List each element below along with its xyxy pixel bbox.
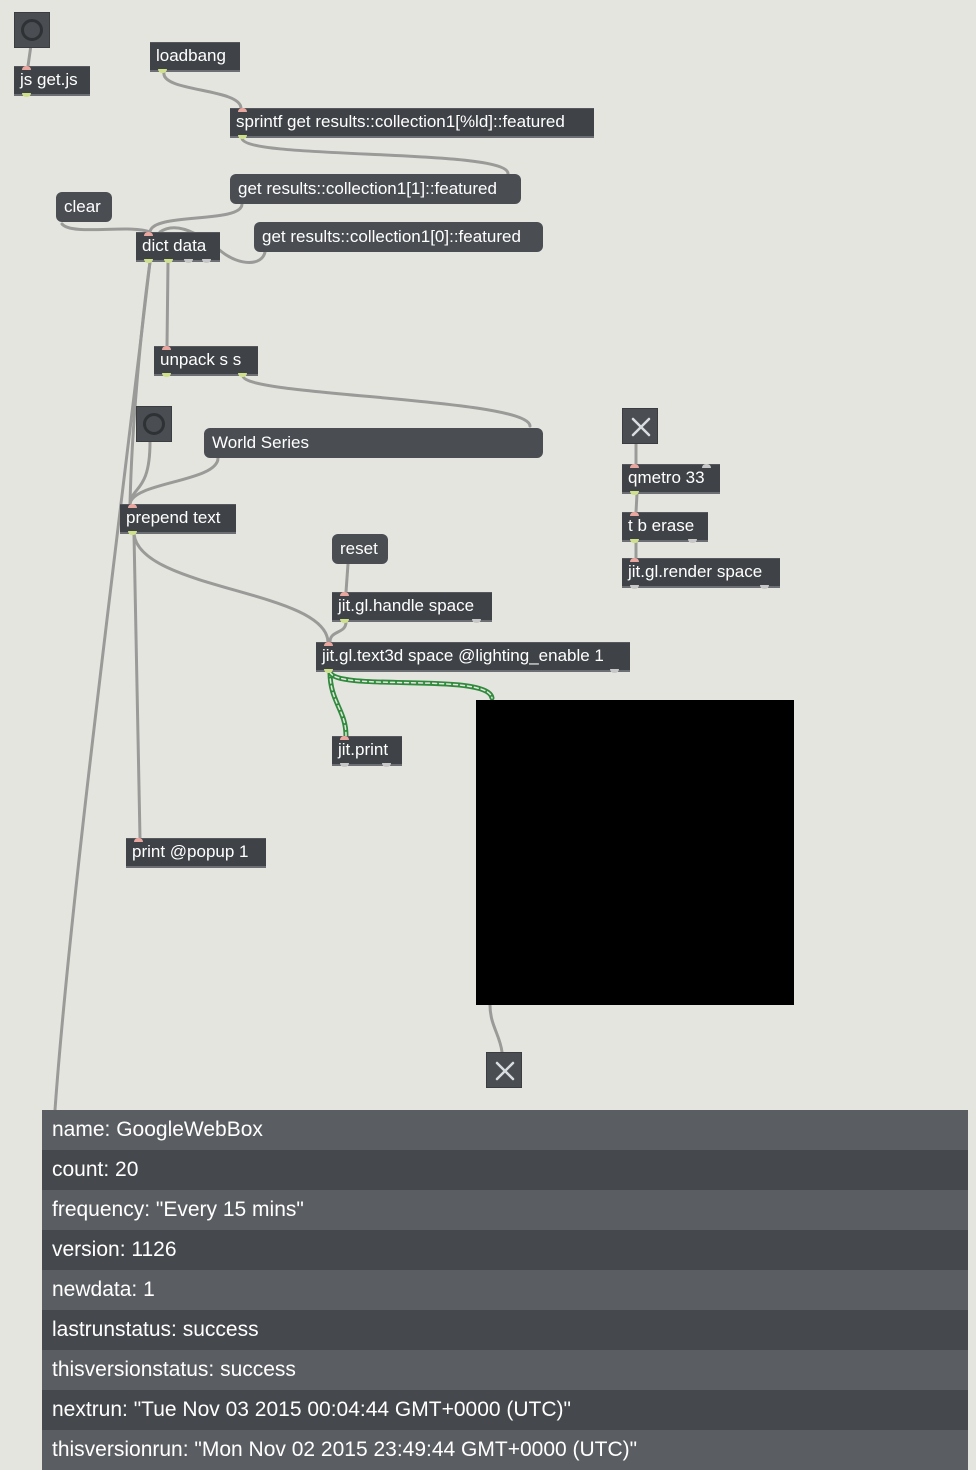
inlet[interactable] — [630, 558, 639, 562]
jit-gl-text3d-object[interactable]: jit.gl.text3d space @lighting_enable 1 — [316, 642, 630, 673]
outlet[interactable] — [760, 585, 769, 589]
popup-row: nextrun: "Tue Nov 03 2015 00:04:44 GMT+0… — [42, 1390, 968, 1430]
outlet[interactable] — [162, 373, 171, 377]
object-label: unpack s s — [160, 350, 242, 369]
object-label: prepend text — [126, 508, 221, 527]
outlet[interactable] — [164, 259, 173, 263]
outlet[interactable] — [238, 135, 247, 139]
outlet[interactable] — [22, 93, 31, 97]
loadbang-object[interactable]: loadbang — [150, 42, 240, 73]
dict-data-object[interactable]: dict data — [136, 232, 220, 263]
inlet[interactable] — [134, 838, 143, 842]
outlet[interactable] — [202, 259, 211, 263]
trigger-object[interactable]: t b erase — [622, 512, 708, 543]
inlet[interactable] — [340, 592, 349, 596]
toggle-bottom[interactable] — [486, 1052, 522, 1088]
object-label: jit.gl.render space — [628, 562, 763, 581]
object-label: t b erase — [628, 516, 695, 535]
outlet[interactable] — [630, 491, 639, 495]
object-label: print @popup 1 — [132, 842, 249, 861]
outlet[interactable] — [340, 619, 349, 623]
popup-row: lastrunstatus: success — [42, 1310, 968, 1350]
close-x-icon — [495, 1061, 515, 1081]
world-series-message[interactable]: World Series — [204, 428, 543, 458]
bang-icon — [143, 413, 165, 435]
popup-row: version: 1126 — [42, 1230, 968, 1270]
print-popup-object[interactable]: print @popup 1 — [126, 838, 266, 868]
popup-row: count: 20 — [42, 1150, 968, 1190]
outlet[interactable] — [238, 373, 247, 377]
popup-row: newdata: 1 — [42, 1270, 968, 1310]
js-object[interactable]: js get.js — [14, 66, 90, 97]
inlet[interactable] — [22, 66, 31, 70]
inlet[interactable] — [630, 464, 639, 468]
toggle-top[interactable] — [622, 408, 658, 444]
jit-gl-render-object[interactable]: jit.gl.render space — [622, 558, 780, 589]
popup-row: thisversionstatus: success — [42, 1350, 968, 1390]
jit-gl-handle-object[interactable]: jit.gl.handle space — [332, 592, 492, 623]
unpack-object[interactable]: unpack s s — [154, 346, 258, 377]
jit-pwindow-display[interactable] — [476, 700, 794, 1005]
outlet[interactable] — [630, 539, 639, 543]
get-collection1-1-message[interactable]: get results::collection1[1]::featured — [230, 174, 521, 204]
inlet[interactable] — [238, 108, 247, 112]
reset-message[interactable]: reset — [332, 534, 388, 564]
object-label: dict data — [142, 236, 207, 255]
close-x-icon — [631, 417, 651, 437]
prepend-text-object[interactable]: prepend text — [120, 504, 236, 535]
get-collection1-0-message[interactable]: get results::collection1[0]::featured — [254, 222, 543, 252]
outlet[interactable] — [382, 763, 391, 767]
outlet[interactable] — [630, 585, 639, 589]
bang-button[interactable] — [136, 406, 172, 442]
popup-row: thisversionrun: "Mon Nov 02 2015 23:49:4… — [42, 1430, 968, 1470]
object-label: loadbang — [156, 46, 226, 65]
object-label: jit.print — [338, 740, 389, 759]
print-popup-panel: name: GoogleWebBox count: 20 frequency: … — [42, 1110, 968, 1470]
object-label: jit.gl.handle space — [338, 596, 475, 615]
sprintf-object[interactable]: sprintf get results::collection1[%ld]::f… — [230, 108, 594, 139]
inlet[interactable] — [324, 642, 333, 646]
inlet[interactable] — [340, 736, 349, 740]
outlet[interactable] — [324, 669, 333, 673]
outlet[interactable] — [184, 259, 193, 263]
message-label: get results::collection1[0]::featured — [262, 227, 521, 246]
outlet[interactable] — [472, 619, 481, 623]
popup-row: name: GoogleWebBox — [42, 1110, 968, 1150]
inlet[interactable] — [162, 346, 171, 350]
popup-row: frequency: "Every 15 mins" — [42, 1190, 968, 1230]
clear-message[interactable]: clear — [56, 192, 112, 222]
jit-print-object[interactable]: jit.print — [332, 736, 402, 767]
outlet[interactable] — [158, 69, 167, 73]
object-label: sprintf get results::collection1[%ld]::f… — [236, 112, 565, 131]
object-label: js get.js — [20, 70, 78, 89]
outlet[interactable] — [340, 763, 349, 767]
bang-button[interactable] — [14, 12, 50, 48]
inlet[interactable] — [630, 512, 639, 516]
inlet[interactable] — [702, 464, 711, 468]
outlet[interactable] — [610, 669, 619, 673]
bang-icon — [21, 19, 43, 41]
message-label: get results::collection1[1]::featured — [238, 179, 497, 198]
inlet[interactable] — [128, 504, 137, 508]
outlet[interactable] — [144, 259, 153, 263]
message-label: clear — [64, 197, 101, 216]
message-label: reset — [340, 539, 378, 558]
object-label: jit.gl.text3d space @lighting_enable 1 — [322, 646, 604, 665]
qmetro-object[interactable]: qmetro 33 — [622, 464, 720, 495]
message-label: World Series — [212, 433, 309, 452]
inlet[interactable] — [144, 232, 153, 236]
object-label: qmetro 33 — [628, 468, 705, 487]
outlet[interactable] — [688, 539, 697, 543]
outlet[interactable] — [128, 531, 137, 535]
